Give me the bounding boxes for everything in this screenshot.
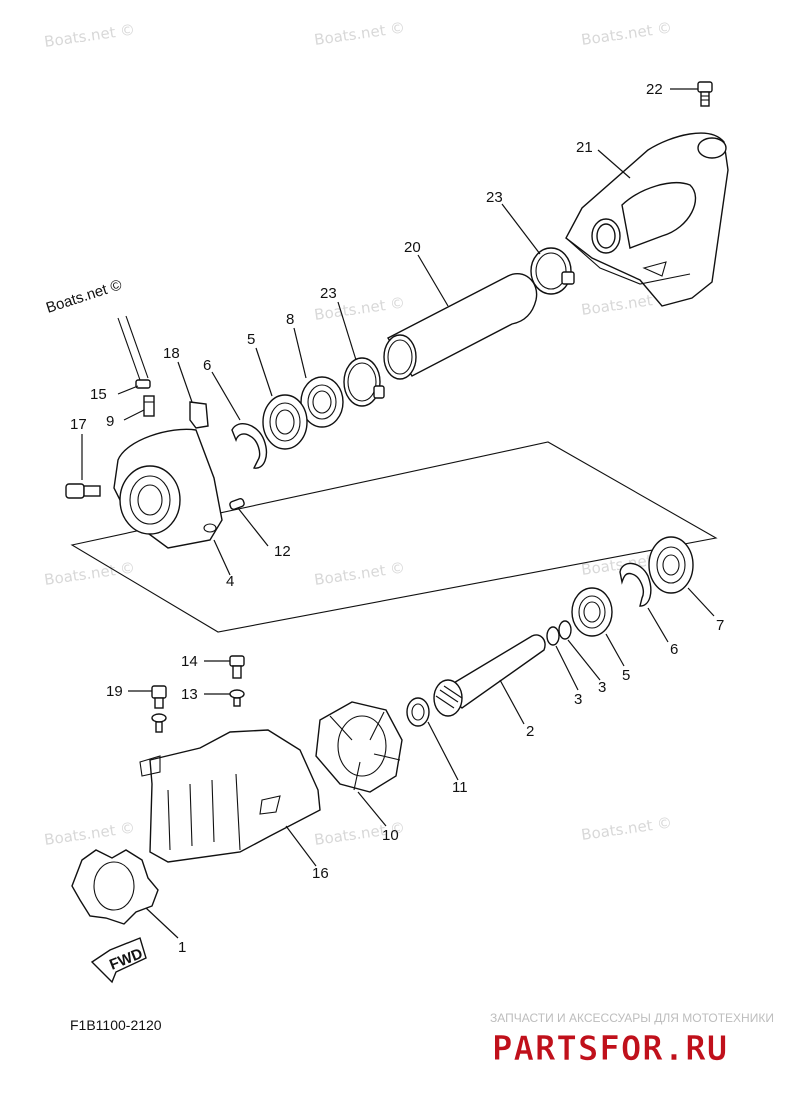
callout-4: 4 [226,573,234,590]
callout-17: 17 [70,416,87,433]
watermark: Boats.net © [580,18,673,49]
part-2-drive-shaft [433,634,546,717]
part-23-hose-clamp [343,357,385,407]
part-11-collar [406,697,430,727]
part-21-nozzle [565,132,729,307]
callout-5: 5 [622,667,630,684]
callout-labels: 22 21 23 20 23 8 5 6 18 15 9 17 12 4 7 6… [70,81,724,956]
callout-13: 13 [181,686,198,703]
watermark: Boats.net © [43,818,136,849]
watermark: Boats.net © [313,558,406,589]
part-6-circlip [619,562,652,607]
callout-7: 7 [716,617,724,634]
callout-8: 8 [286,311,294,328]
part-3-o-ring [558,620,572,640]
callout-18: 18 [163,345,180,362]
callout-3: 3 [598,679,606,696]
callout-21: 21 [576,139,593,156]
footer-tagline: ЗАПЧАСТИ И АКСЕССУАРЫ ДЛЯ МОТОТЕХНИКИ [490,1011,774,1025]
callout-20: 20 [404,239,421,256]
part-18-plate [189,401,209,429]
leader-lines [81,88,715,939]
part-6-circlip [231,422,268,469]
part-10-impeller [315,701,403,793]
callout-12: 12 [274,543,291,560]
callout-23: 23 [320,285,337,302]
watermark: Boats.net © [43,20,136,51]
part-19-bolt [151,685,167,733]
callout-22: 22 [646,81,663,98]
part-13-washer [229,689,245,707]
callout-19: 19 [106,683,123,700]
watermark: Boats.net © [43,558,136,589]
callout-15: 15 [90,386,107,403]
part-20-hose [383,273,538,380]
callout-2: 2 [526,723,534,740]
part-23-hose-clamp [530,247,575,295]
subassembly-frame [70,441,718,633]
watermark: Boats.net © [580,813,673,844]
brand-logo: PARTSFOR.RU [492,1029,728,1069]
callout-11: 11 [452,779,468,796]
part-16-intake-grate [139,729,321,863]
part-1-damper [71,849,159,925]
part-15-9-fittings [117,315,155,417]
part-8-bearing [300,376,344,428]
part-4-duct-housing [113,428,223,549]
part-3-o-ring [546,626,560,646]
callout-10: 10 [382,827,399,844]
callout-6: 6 [203,357,211,374]
part-5-bearing [571,587,613,637]
watermark-black: Boats.net © [44,276,124,316]
part-5-bearing [262,394,308,450]
callout-9: 9 [106,413,114,430]
part-7-bearing [648,536,694,594]
callout-1: 1 [178,939,186,956]
diagram-code: F1B1100-2120 [70,1017,162,1033]
part-22-bolt [697,81,713,107]
watermark: Boats.net © [313,18,406,49]
callout-23: 23 [486,189,503,206]
callout-14: 14 [181,653,198,670]
footer-branding: ЗАПЧАСТИ И АКСЕССУАРЫ ДЛЯ МОТОТЕХНИКИ PA… [490,1011,774,1069]
part-14-bolt [229,655,245,679]
fwd-arrow-icon: FWD [90,937,147,984]
part-17-bolt [65,483,101,499]
callout-6: 6 [670,641,678,658]
callout-5: 5 [247,331,255,348]
callout-3: 3 [574,691,582,708]
callout-16: 16 [312,865,329,882]
